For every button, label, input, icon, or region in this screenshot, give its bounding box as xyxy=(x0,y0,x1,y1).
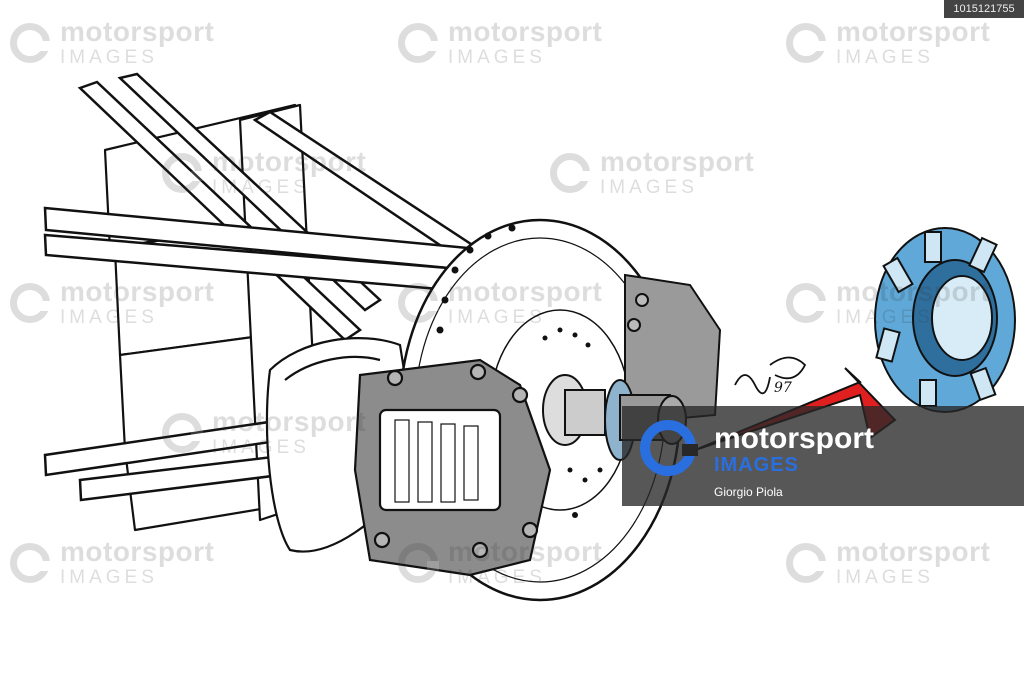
rear-caliper xyxy=(624,273,722,422)
signature-year: 97 xyxy=(774,380,792,396)
credit-brand: motorsport xyxy=(714,422,874,455)
image-id-label: 1015121755 xyxy=(944,0,1024,18)
wheel-nut xyxy=(874,227,1016,413)
credit-sub: IMAGES xyxy=(714,454,799,476)
credit-panel: motorsport IMAGES Giorgio Piola xyxy=(622,406,1024,506)
front-caliper xyxy=(353,358,552,577)
motorsport-logo-icon xyxy=(640,420,698,476)
credit-author: Giorgio Piola xyxy=(714,485,783,499)
artist-signature xyxy=(734,356,807,395)
